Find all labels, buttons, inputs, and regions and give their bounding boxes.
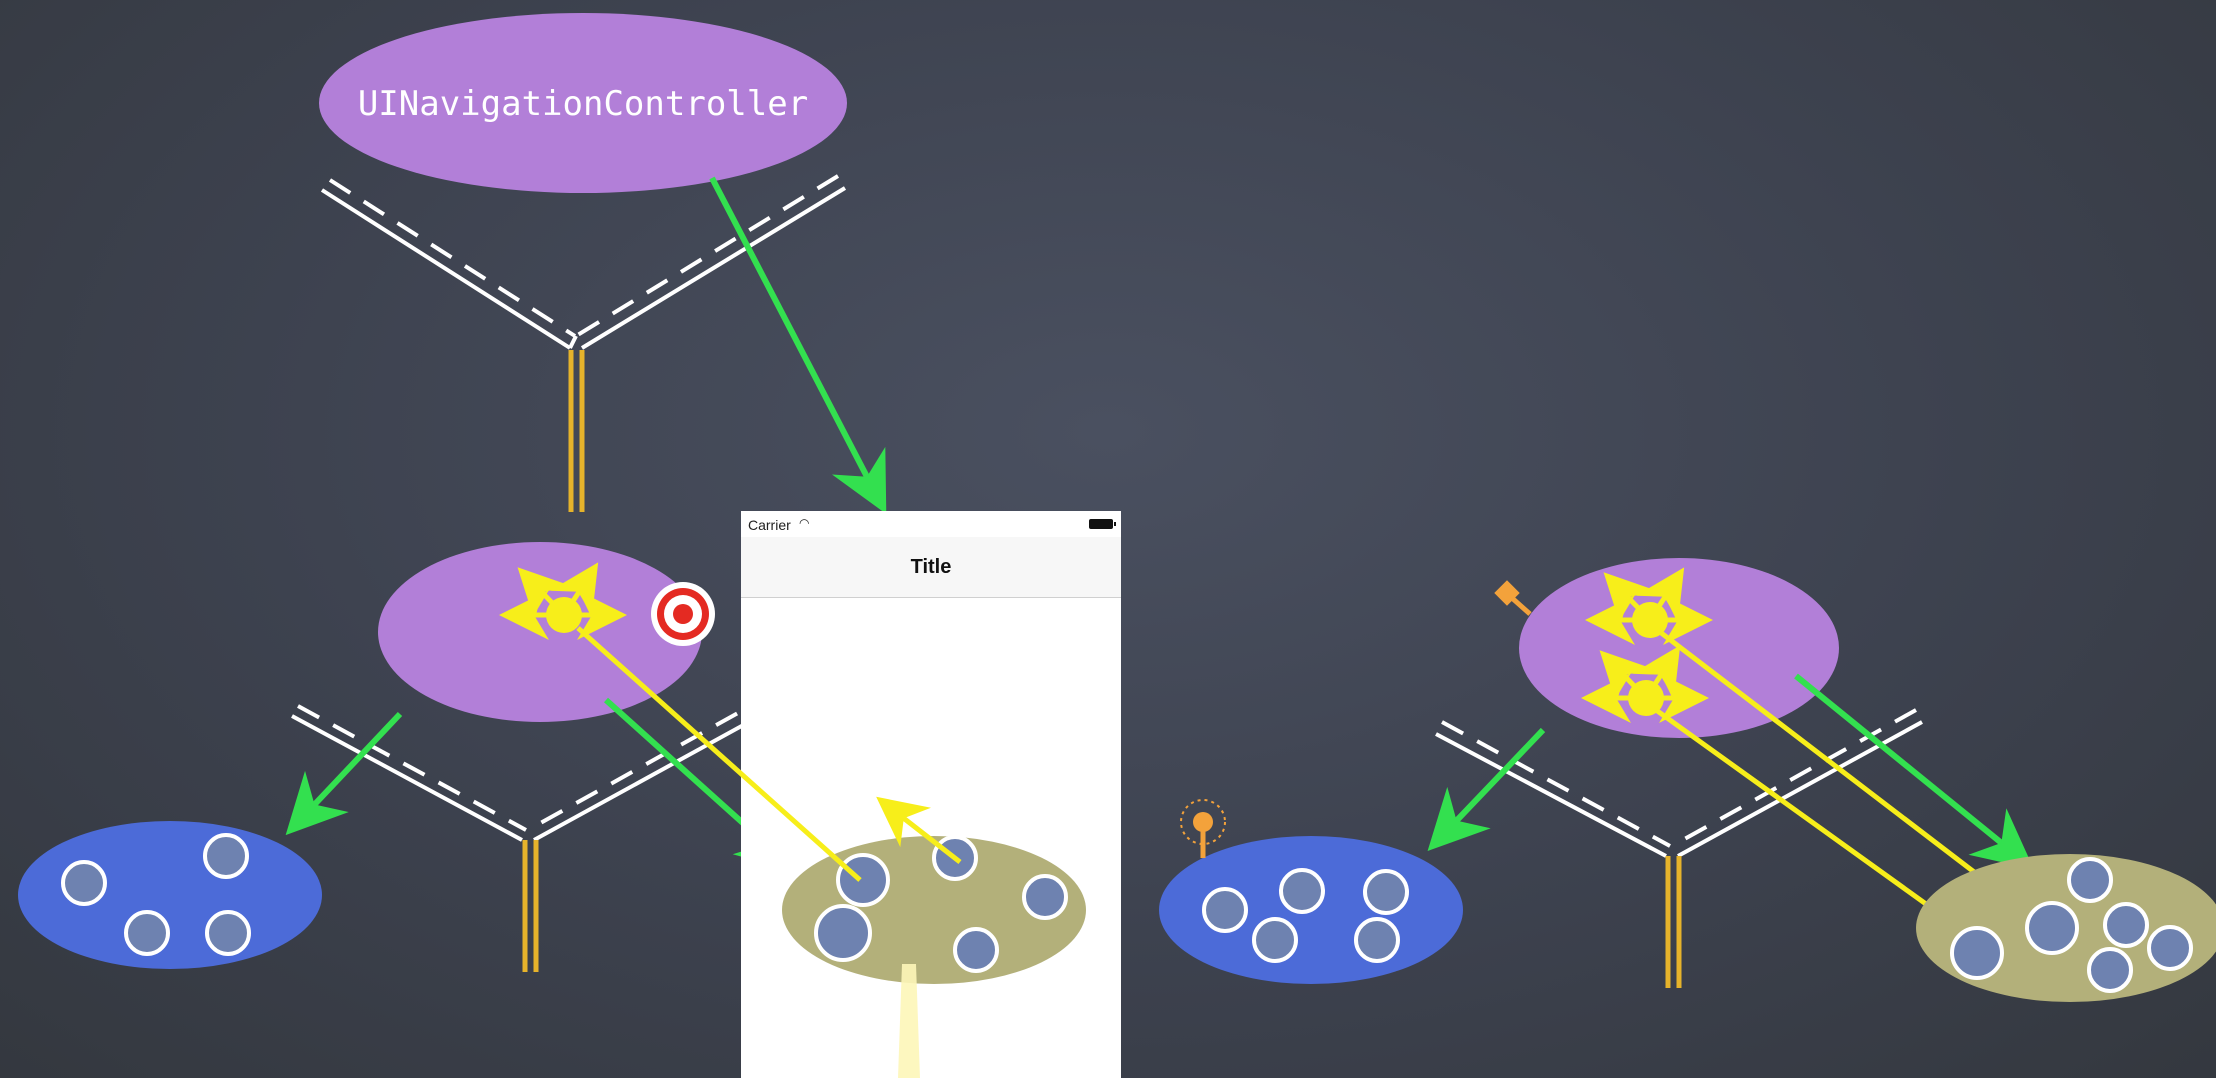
left-road-median	[522, 840, 539, 972]
action-icon-1	[1585, 567, 1713, 645]
subview	[61, 860, 107, 906]
model-item	[1950, 926, 2004, 980]
carrier-label: Carrier	[748, 517, 791, 533]
right-model	[1916, 854, 2216, 1002]
subview	[1354, 917, 1400, 963]
controller-to-view-arrow	[285, 711, 403, 836]
light-beam	[898, 964, 920, 1078]
middle-view	[1159, 836, 1463, 984]
left-view	[18, 821, 322, 969]
nav-title: Title	[910, 555, 952, 578]
left-model	[782, 835, 1086, 984]
action-icon-2	[1581, 645, 1709, 723]
subview	[1279, 868, 1325, 914]
subview	[1363, 869, 1409, 915]
model-item	[814, 904, 872, 962]
notification-arrow	[876, 796, 962, 864]
top-road-median	[568, 350, 585, 512]
model-item	[836, 853, 890, 907]
action-line-left	[576, 626, 862, 882]
antenna-icon	[1180, 799, 1226, 858]
model-item	[1022, 874, 1068, 920]
right-controller-to-model-arrow	[1794, 673, 2034, 870]
right-road-median	[1665, 856, 1682, 988]
subview	[1252, 917, 1298, 963]
model-item	[2025, 901, 2079, 955]
model-item	[2103, 902, 2149, 948]
battery-icon	[1089, 519, 1116, 529]
outlet-target-icon	[651, 582, 715, 646]
wifi-icon: ◠	[799, 516, 810, 530]
model-item	[2147, 925, 2193, 971]
left-road-divider	[291, 692, 779, 842]
top-road-divider	[320, 174, 847, 350]
right-controller-to-view-arrow	[1427, 727, 1546, 852]
navigation-controller-label: UINavigationController	[358, 84, 808, 124]
navigation-controller: UINavigationController	[319, 13, 847, 193]
subview	[124, 910, 170, 956]
root-delegate-arrow	[709, 176, 887, 514]
target-action-icon	[499, 562, 627, 640]
navigation-bar: Title	[741, 537, 1121, 598]
model-item	[2087, 947, 2133, 993]
subview	[1202, 887, 1248, 933]
model-item	[953, 927, 999, 973]
subview	[203, 833, 249, 879]
subview	[205, 910, 251, 956]
model-item	[2067, 857, 2113, 903]
status-bar: Carrier ◠	[741, 511, 1121, 537]
